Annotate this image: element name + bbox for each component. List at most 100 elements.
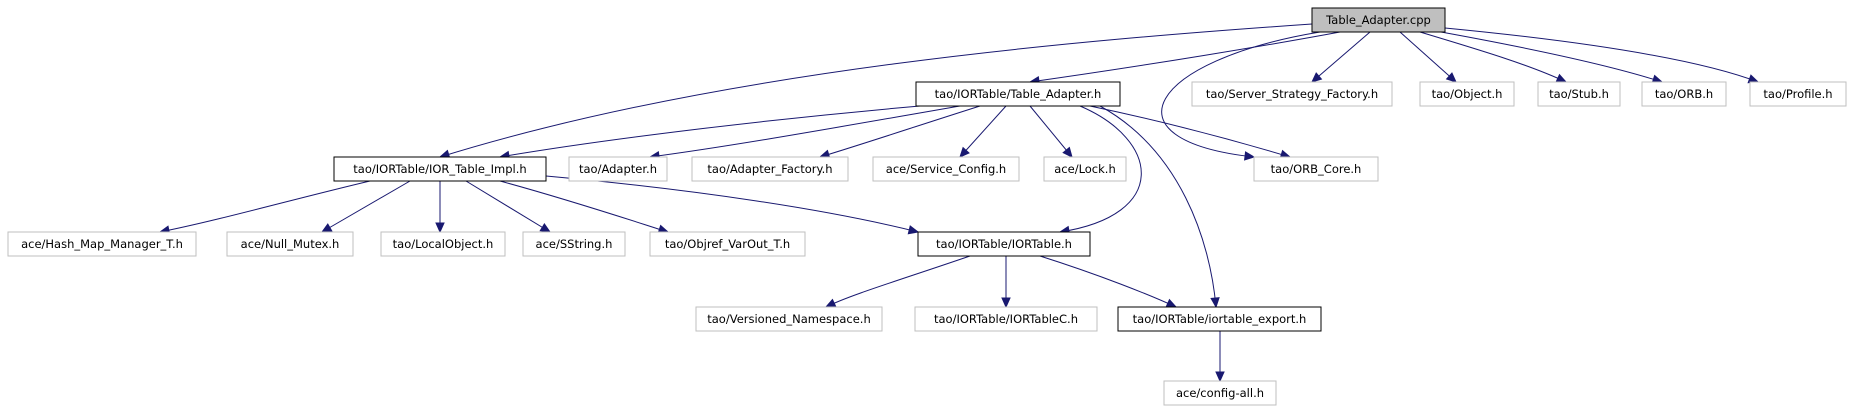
node-box (7, 231, 197, 257)
node-iortable-export-h[interactable]: tao/IORTable/iortable_export.h (1117, 306, 1322, 332)
edge-iortable_table_adapter_h-to-iortable_export_h (1099, 105, 1220, 309)
edge-table_adapter_cpp-to-object_h (1399, 31, 1457, 83)
node-iortable-table-adapter-h[interactable]: tao/IORTable/Table_Adapter.h (915, 81, 1121, 107)
node-objref-varout-t-h: tao/Objref_VarOut_T.h (649, 231, 806, 257)
edge-line (1059, 105, 1142, 233)
node-label: tao/IORTable/iortable_export.h (1133, 312, 1307, 326)
edge-arrowhead (1311, 72, 1323, 83)
node-box (1163, 380, 1277, 406)
edge-iortable_table_adapter_h-to-ior_table_impl_h (498, 105, 921, 161)
edge-iortable_table_adapter_h-to-lock_h (1029, 105, 1073, 158)
node-label: tao/Stub.h (1549, 87, 1609, 101)
edge-table_adapter_cpp-to-stub_h (1419, 31, 1568, 83)
node-orb-core-h: tao/ORB_Core.h (1253, 156, 1379, 182)
node-iortablec-h: tao/IORTable/IORTableC.h (914, 306, 1098, 332)
node-box (1043, 156, 1127, 182)
edge-ior_table_impl_h-to-sstring_h (465, 180, 552, 233)
edge-line (1161, 31, 1321, 158)
edge-line (1029, 31, 1341, 83)
node-orb-h: tao/ORB.h (1641, 81, 1727, 107)
edge-iortable_table_adapter_h-to-service_config_h (959, 105, 1007, 158)
edge-line (1089, 105, 1291, 158)
node-config-all-h: ace/config-all.h (1163, 380, 1277, 406)
edge-line (159, 180, 371, 233)
edge-line (439, 23, 1313, 158)
edge-table_adapter_cpp-to-orb_h (1429, 29, 1664, 84)
edge-line (1419, 31, 1567, 83)
node-server-strategy-factory-h: tao/Server_Strategy_Factory.h (1191, 81, 1393, 107)
edge-arrowhead (1215, 371, 1225, 383)
node-object-h: tao/Object.h (1419, 81, 1515, 107)
edge-arrowhead (1210, 297, 1220, 309)
node-label: tao/Objref_VarOut_T.h (665, 237, 790, 251)
node-ior-table-impl-h[interactable]: tao/IORTable/IOR_Table_Impl.h (333, 156, 547, 182)
edge-line (321, 180, 411, 233)
node-box (568, 156, 668, 182)
edge-line (819, 105, 981, 158)
node-box (695, 306, 883, 332)
nodes-layer: Table_Adapter.cpp tao/IORTable/Table_Adap… (7, 7, 1847, 406)
node-box (872, 156, 1020, 182)
edge-ior_table_impl_h-to-hash_map_manager_t_h (158, 180, 371, 235)
node-label: tao/IORTable/Table_Adapter.h (935, 87, 1102, 101)
node-box (917, 231, 1091, 257)
edge-line (1039, 255, 1177, 308)
edge-table_adapter_cpp-to-server_strategy_factory_h (1311, 31, 1371, 83)
edge-table_adapter_cpp-to-profile_h (1444, 27, 1760, 84)
edge-line (545, 175, 919, 233)
node-label: tao/IORTable/IORTable.h (936, 237, 1072, 251)
node-box (1253, 156, 1379, 182)
node-sstring-h: ace/SString.h (522, 231, 626, 257)
edge-ior_table_impl_h-to-localobject_h (435, 181, 445, 234)
node-box (1537, 81, 1621, 107)
node-label: tao/IORTable/IOR_Table_Impl.h (353, 162, 526, 176)
node-null-mutex-h: ace/Null_Mutex.h (226, 231, 354, 257)
edge-arrowhead (1555, 73, 1568, 83)
node-box (914, 306, 1098, 332)
edge-arrowhead (1001, 297, 1011, 309)
node-lock-h: ace/Lock.h (1043, 156, 1127, 182)
node-box (1641, 81, 1727, 107)
node-box (1117, 306, 1322, 332)
node-box (1191, 81, 1393, 107)
node-box (649, 231, 806, 257)
node-box (1311, 7, 1446, 33)
edge-arrowhead (435, 222, 445, 234)
node-stub-h: tao/Stub.h (1537, 81, 1621, 107)
edge-iortable_export_h-to-config_all_h (1215, 331, 1225, 383)
node-service-config-h: ace/Service_Config.h (872, 156, 1020, 182)
edge-line (959, 105, 1007, 158)
edge-iortable_h-to-iortable_export_h (1039, 255, 1178, 308)
edge-line (1429, 29, 1663, 83)
node-label: ace/SString.h (536, 237, 613, 251)
edge-line (499, 105, 921, 158)
node-label: ace/Service_Config.h (886, 162, 1006, 176)
node-label: tao/ORB_Core.h (1271, 162, 1362, 176)
node-iortable-h[interactable]: tao/IORTable/IORTable.h (917, 231, 1091, 257)
edge-line (1099, 105, 1217, 308)
edge-line (1029, 105, 1073, 158)
edge-arrowhead (1243, 151, 1256, 161)
node-box (1749, 81, 1847, 107)
node-box (915, 81, 1121, 107)
edge-arrowhead (907, 225, 920, 235)
node-label: ace/Null_Mutex.h (241, 237, 340, 251)
node-localobject-h: tao/LocalObject.h (380, 231, 506, 257)
node-label: tao/ORB.h (1655, 87, 1713, 101)
edge-iortable_table_adapter_h-to-orb_core_h (1089, 105, 1292, 159)
edge-iortable_h-to-versioned_namespace_h (824, 255, 971, 308)
node-label: ace/config-all.h (1176, 386, 1264, 400)
node-adapter-h: tao/Adapter.h (568, 156, 668, 182)
edge-arrowhead (959, 146, 970, 158)
node-label: tao/Adapter.h (579, 162, 657, 176)
node-label: tao/Object.h (1432, 87, 1503, 101)
node-hash-map-manager-t-h: ace/Hash_Map_Manager_T.h (7, 231, 197, 257)
node-table-adapter-cpp: Table_Adapter.cpp (1311, 7, 1446, 33)
edge-line (1399, 31, 1457, 83)
node-profile-h: tao/Profile.h (1749, 81, 1847, 107)
edge-line (1444, 27, 1759, 83)
node-label: tao/Profile.h (1763, 87, 1832, 101)
node-label: tao/Adapter_Factory.h (707, 162, 832, 176)
edge-ior_table_impl_h-to-iortable_h (545, 175, 920, 235)
